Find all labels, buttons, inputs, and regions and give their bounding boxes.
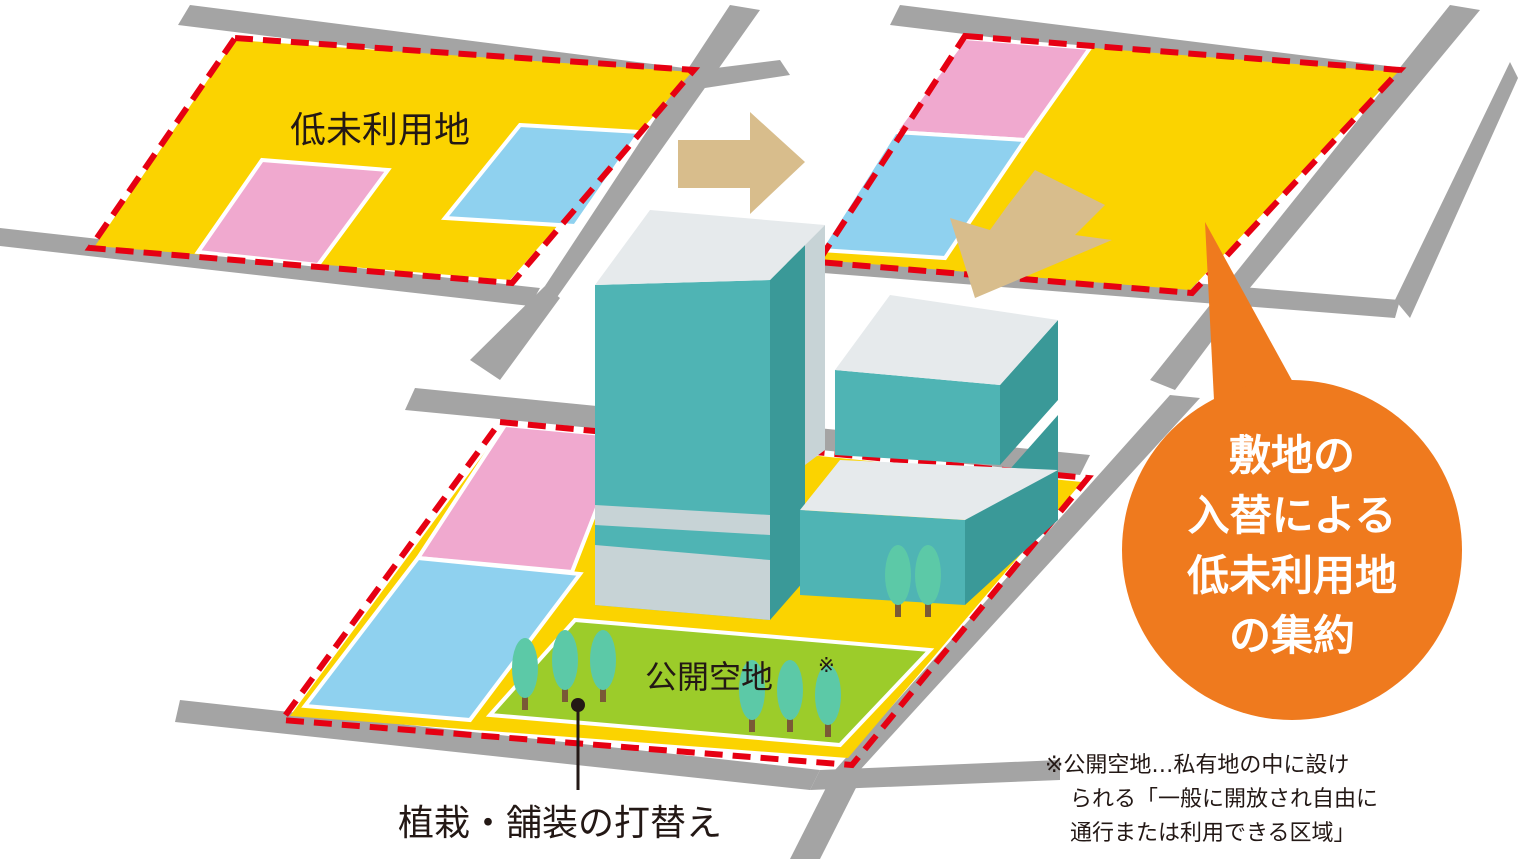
footnote-line-1: ※公開空地…私有地の中に設け — [1045, 753, 1349, 778]
footnote-line-2: られる「一般に開放され自由に — [1070, 787, 1378, 812]
exchange-lot-blue — [816, 129, 1029, 261]
tree-icon — [915, 545, 941, 617]
planting-paving-label: 植栽・舗装の打替え — [398, 803, 722, 844]
tree-icon — [815, 665, 841, 737]
tall-building — [595, 210, 825, 620]
before-boundary — [84, 34, 701, 287]
bubble-line-3: 低未利用地 — [1187, 551, 1397, 600]
tree-icon — [777, 660, 803, 732]
public-open-space-label: 公開空地 — [645, 658, 773, 696]
bubble-line-1: 敷地の — [1229, 431, 1355, 480]
mid-building — [800, 295, 1058, 605]
bubble-line-2: 入替による — [1188, 491, 1397, 540]
consolidation-bubble: 敷地の 入替による 低未利用地 の集約 — [1122, 222, 1462, 720]
tree-icon — [512, 638, 538, 710]
exchange-boundary — [812, 32, 1407, 297]
before-lot-blue — [441, 122, 644, 229]
tree-icon — [590, 630, 616, 702]
footnote: ※公開空地…私有地の中に設け られる「一般に開放され自由に 通行または利用できる… — [1045, 753, 1378, 846]
bubble-line-4: の集約 — [1229, 611, 1355, 660]
tall-building-band — [595, 505, 770, 535]
down-left-arrow — [950, 170, 1112, 298]
tree-icon — [552, 630, 578, 702]
underused-land-label: 低未利用地 — [290, 110, 470, 151]
after-lot-blue — [301, 555, 584, 723]
tree-icon — [739, 660, 765, 732]
footnote-line-3: 通行または利用できる区域」 — [1070, 821, 1356, 846]
trees — [512, 545, 941, 737]
before-block: 低未利用地 — [0, 5, 790, 380]
footnote-mark: ※ — [818, 653, 835, 677]
tree-icon — [885, 545, 911, 617]
right-arrow — [678, 112, 805, 214]
after-boundary — [276, 418, 1094, 769]
